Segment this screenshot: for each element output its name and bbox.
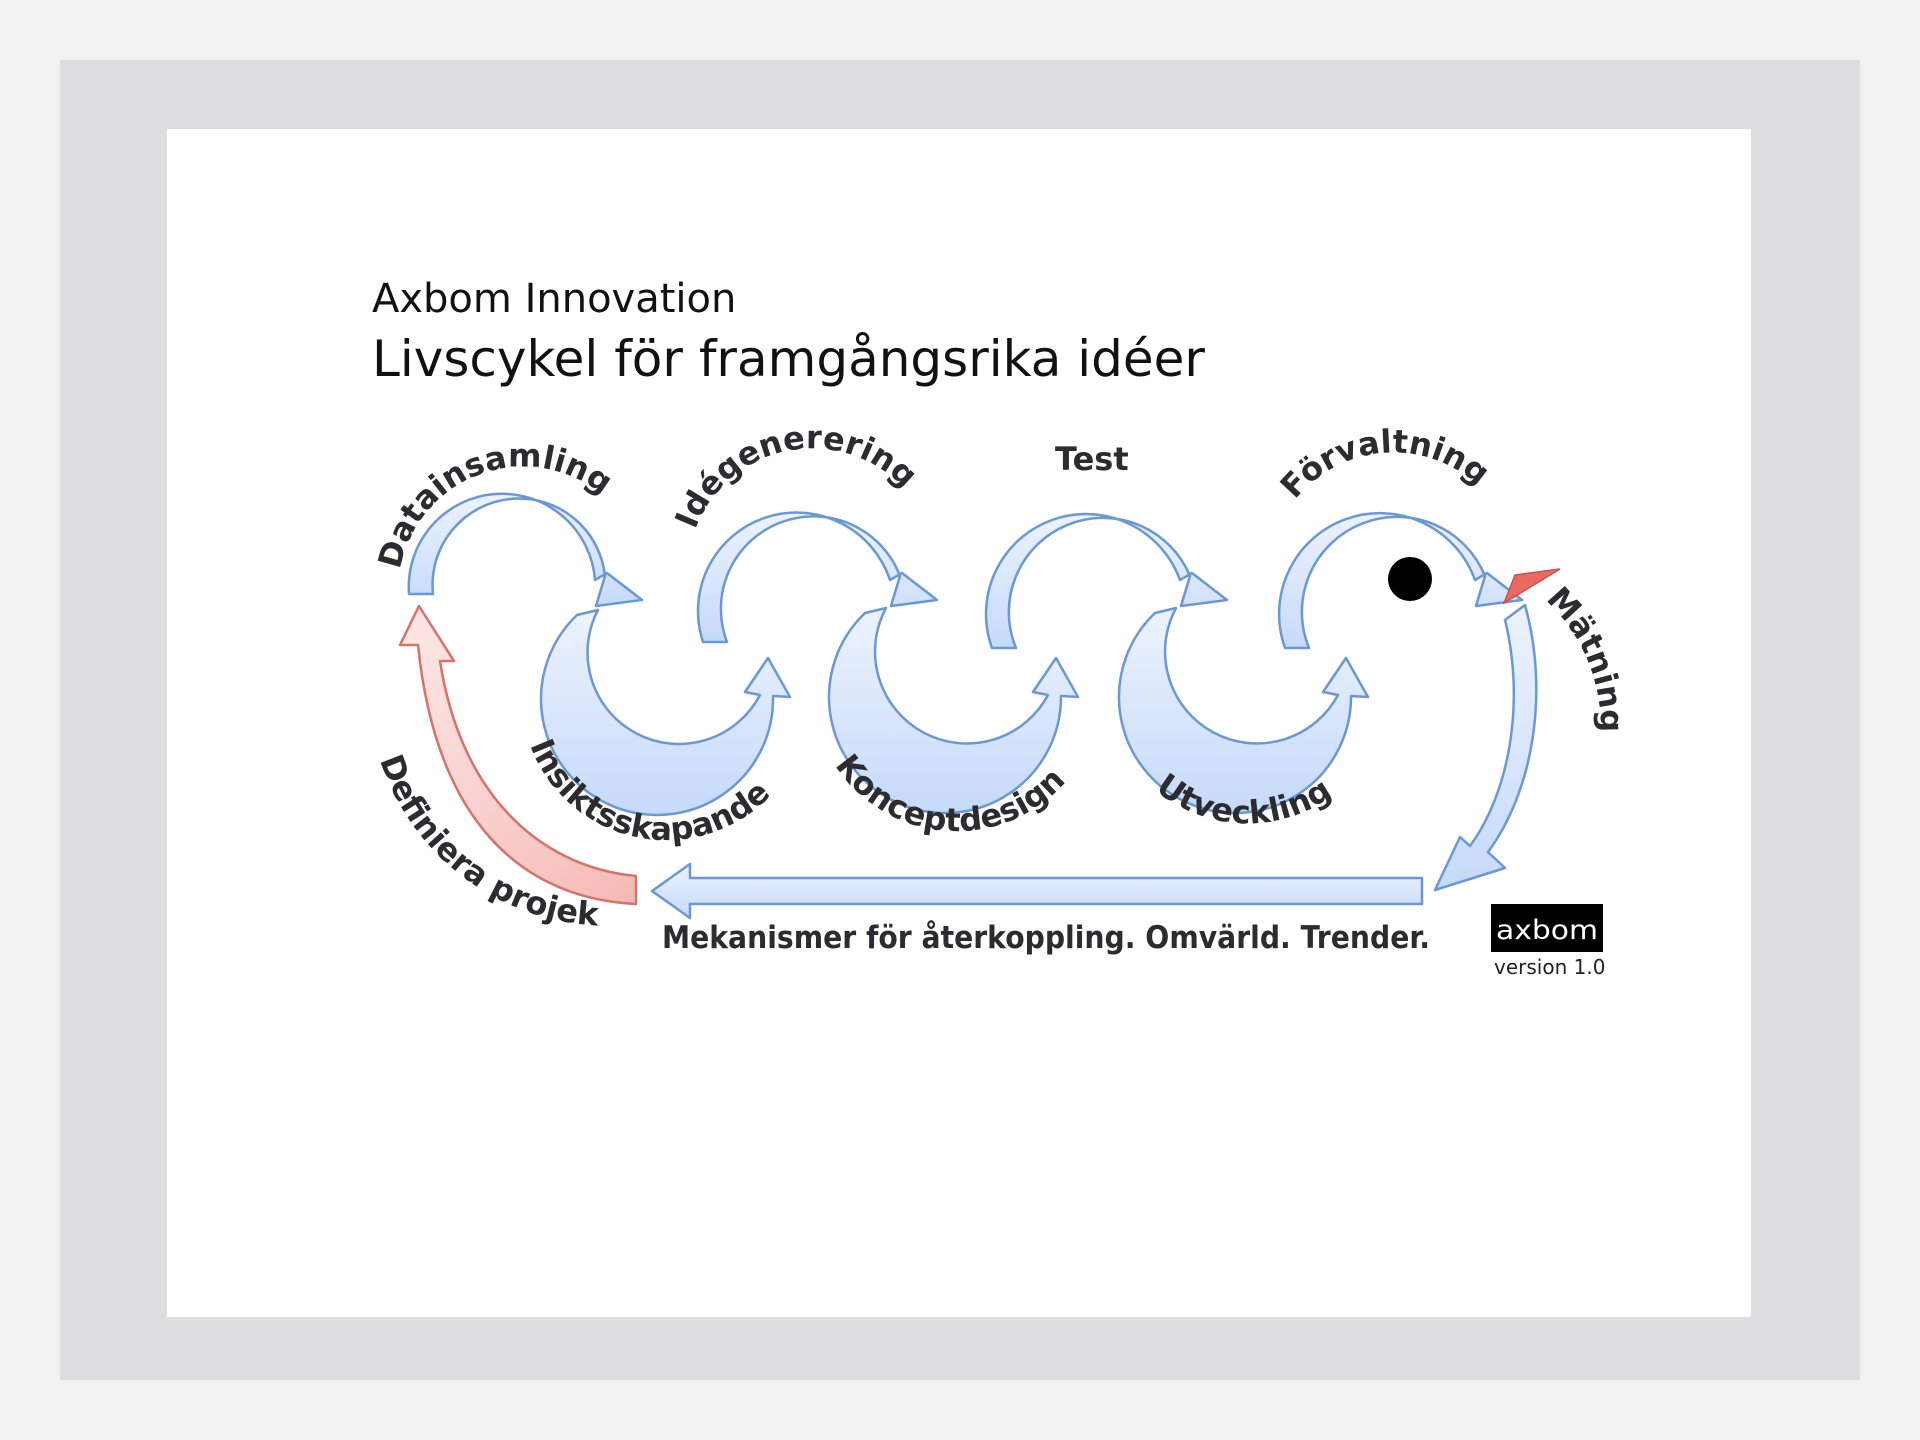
arrow-insiktsskapande — [539, 608, 792, 817]
lower-arrows — [539, 606, 1370, 817]
arrow-test — [984, 512, 1229, 650]
label-datainsamling: Datainsamling — [370, 436, 619, 572]
feedback-caption: Mekanismer för återkoppling. Omvärld. Tr… — [662, 920, 1430, 956]
label-test: Test — [1055, 440, 1129, 478]
arrow-feedback — [650, 862, 1424, 920]
axbom-logo: axbom — [1491, 904, 1603, 952]
company-name: Axbom Innovation — [372, 276, 736, 322]
eye-dot — [1388, 557, 1432, 601]
arrow-definiera-projekt — [398, 604, 638, 906]
arrow-datainsamling — [407, 492, 644, 608]
arrow-forvaltning — [1277, 511, 1524, 650]
label-matning: Mätning — [1540, 579, 1631, 732]
version-label: version 1.0 — [1494, 955, 1605, 979]
arrow-matning — [1433, 603, 1538, 892]
arrow-utveckling — [1117, 606, 1370, 815]
label-forvaltning: Förvaltning — [1273, 422, 1497, 505]
logo-text: axbom — [1496, 915, 1598, 946]
arrow-idegenerering — [696, 511, 939, 644]
beak-shape — [1502, 568, 1561, 605]
upper-arrows — [407, 492, 1524, 650]
arrow-konceptdesign — [827, 606, 1080, 815]
page-title: Livscykel för framgångsrika idéer — [372, 330, 1205, 388]
